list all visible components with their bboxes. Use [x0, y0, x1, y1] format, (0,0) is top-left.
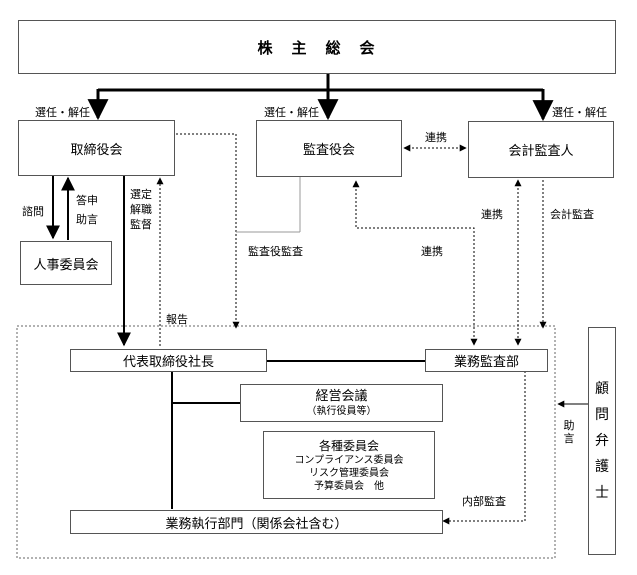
hr-committee-label: 人事委員会 [33, 257, 99, 273]
legal-advisor-label: 顧問弁護士 [595, 381, 609, 501]
line-internal-audit-ops [442, 371, 526, 525]
executive-area-boundary [16, 325, 556, 559]
label-consult: 諮問 [22, 205, 44, 218]
label-cooperation-right: 連携 [481, 208, 503, 221]
operations-box: 業務執行部門（関係会社含む） [70, 510, 443, 534]
board-label: 取締役会 [70, 142, 123, 158]
label-report: 報告 [166, 313, 188, 326]
label-elect-dismiss-board: 選任・解任 [35, 106, 90, 119]
management-meeting-sub: （執行役員等） [306, 405, 377, 417]
accounting-auditor-box: 会計監査人 [468, 121, 614, 178]
label-advice-legal: 助言 [563, 419, 575, 445]
committees-item: コンプライアンス委員会 [294, 454, 404, 466]
label-accounting-audit: 会計監査 [550, 208, 594, 221]
label-cooperation-top: 連携 [425, 131, 447, 144]
label-answer: 答申 [76, 194, 98, 207]
label-audit-of-auditors: 監査役監査 [248, 245, 303, 258]
committees-title: 各種委員会 [318, 438, 379, 453]
hr-committee-box: 人事委員会 [20, 241, 112, 285]
label-elect-dismiss-accounting: 選任・解任 [552, 106, 607, 119]
shareholders-meeting-label: 株 主 総 会 [257, 38, 377, 57]
committees-box: 各種委員会 コンプライアンス委員会 リスク管理委員会 予算委員会 他 [263, 431, 435, 499]
auditors-label: 監査役会 [302, 143, 355, 158]
president-label: 代表取締役社長 [122, 355, 214, 370]
operations-label: 業務執行部門（関係会社含む） [165, 516, 348, 532]
auditors-box: 監査役会 [256, 120, 402, 177]
committees-item: リスク管理委員会 [309, 467, 389, 479]
internal-audit-box: 業務監査部 [425, 349, 548, 372]
shareholders-meeting-box: 株 主 総 会 [18, 20, 616, 74]
label-supervise: 監督 [130, 218, 152, 231]
accounting-auditor-label: 会計監査人 [508, 144, 574, 159]
internal-audit-label: 業務監査部 [453, 355, 519, 370]
management-meeting-box: 経営会議 （執行役員等） [240, 384, 443, 422]
label-elect-dismiss-auditors: 選任・解任 [264, 106, 319, 119]
president-box: 代表取締役社長 [70, 349, 267, 372]
board-box: 取締役会 [18, 120, 175, 176]
committees-item: 予算委員会 他 [314, 480, 384, 492]
label-advice-hr: 助言 [76, 213, 98, 226]
legal-advisor-box: 顧問弁護士 [588, 327, 616, 555]
management-meeting-label: 経営会議 [315, 388, 368, 404]
label-cooperation-mid: 連携 [421, 245, 443, 258]
label-dismiss: 解職 [130, 203, 152, 216]
line-auditors-internal-link [352, 180, 478, 346]
label-internal-audit: 内部監査 [462, 495, 506, 508]
line-auditors-board-audit [176, 133, 240, 329]
label-select: 選定 [130, 188, 152, 201]
